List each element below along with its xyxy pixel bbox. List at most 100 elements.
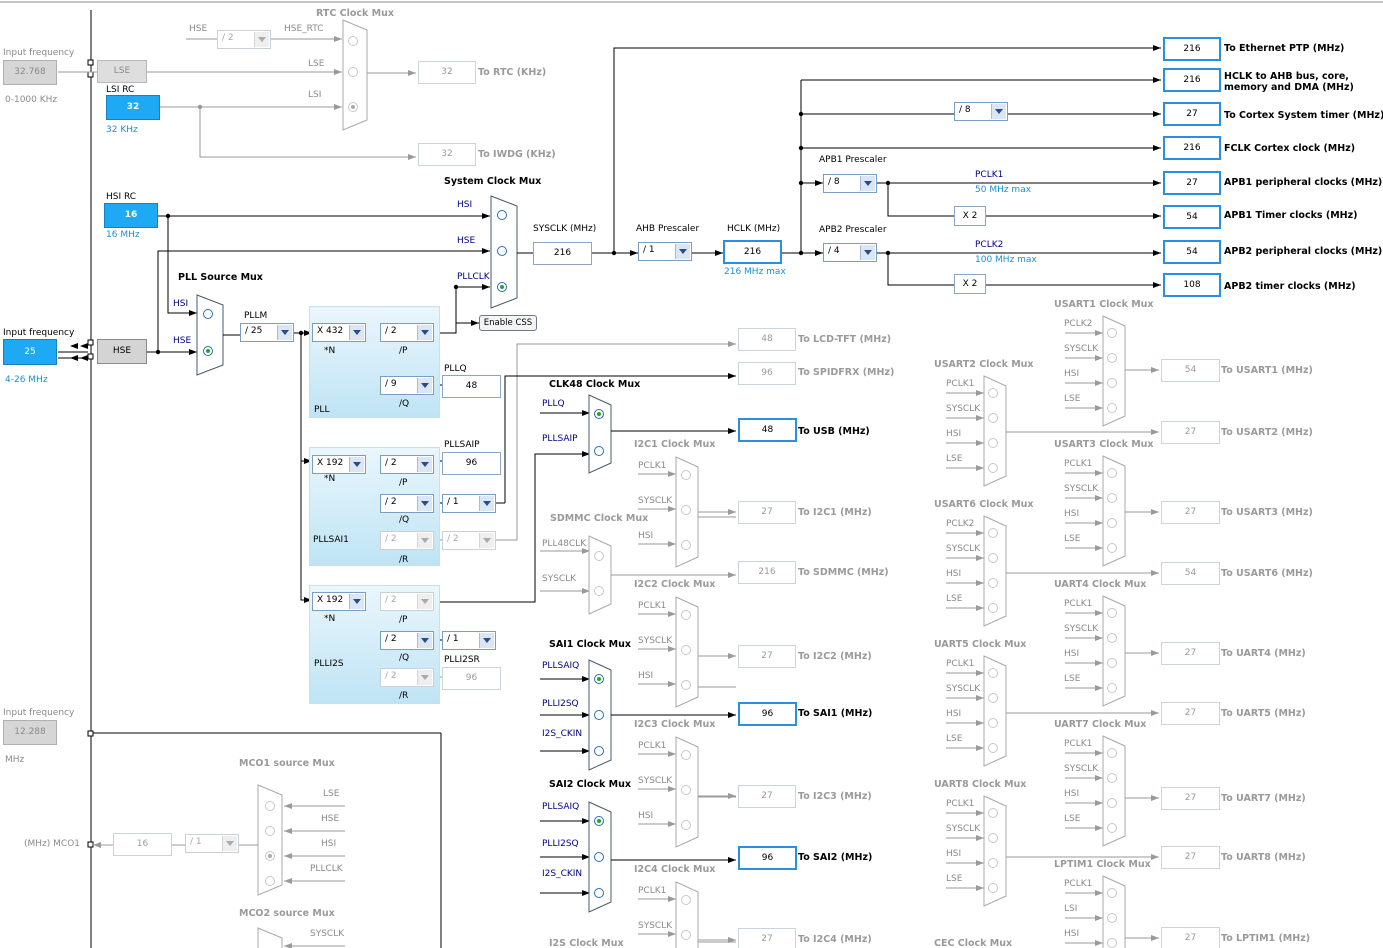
plli2s-n-multiplier-select[interactable]: X 192 [312, 592, 366, 611]
plli2sr-label: PLLI2SR [444, 655, 480, 665]
usart-left-2-first-radio[interactable] [988, 668, 998, 678]
usart-right-3-hsi-radio[interactable] [1107, 798, 1117, 808]
apb2-prescaler-select[interactable]: / 4 [823, 243, 877, 262]
usart-right-2-sysclk-radio[interactable] [1107, 633, 1117, 643]
cortex-timer-divider-select[interactable]: / 8 [954, 102, 1008, 121]
hse-input-frequency-field[interactable]: 25 [3, 339, 57, 365]
pllsai1-r-divider-select[interactable]: / 2 [380, 531, 434, 550]
usart-right-4-first-radio[interactable] [1107, 888, 1117, 898]
enable-css-button[interactable]: Enable CSS [479, 315, 537, 331]
pll-n-multiplier-select[interactable]: X 432 [312, 323, 366, 342]
clk48-pllq-radio[interactable] [594, 409, 604, 419]
i2c2-pclk1-radio[interactable] [681, 610, 691, 620]
usart-right-0-lse-radio[interactable] [1107, 403, 1117, 413]
pll-p-divider-select[interactable]: / 2 [380, 323, 434, 342]
sdmmc-sysclk-radio[interactable] [594, 586, 604, 596]
mco1-divider-select[interactable]: / 1 [185, 834, 239, 853]
usart-right-0-hsi-radio[interactable] [1107, 378, 1117, 388]
usart-right-1-hsi-radio[interactable] [1107, 518, 1117, 528]
usart-left-0-sysclk-radio[interactable] [988, 413, 998, 423]
lse-oscillator[interactable]: LSE [97, 60, 147, 83]
plli2s-q-post-divider-select[interactable]: / 1 [442, 631, 496, 650]
usart-right-4-hsi-radio[interactable] [1107, 938, 1117, 948]
usart-right-1-lse-radio[interactable] [1107, 543, 1117, 553]
usart-left-0-hsi-radio[interactable] [988, 438, 998, 448]
rtc-mux-lse-radio[interactable] [348, 67, 358, 77]
i2c2-sysclk-radio[interactable] [681, 645, 691, 655]
sai1-plli2sq-radio[interactable] [594, 710, 604, 720]
sai1-i2s-ckin-radio[interactable] [594, 746, 604, 756]
rtc-hse-divider-select[interactable]: / 2 [217, 30, 271, 49]
i2c1-sysclk-radio[interactable] [681, 505, 691, 515]
usart-left-3-hsi-radio[interactable] [988, 858, 998, 868]
usart-right-3-first-radio[interactable] [1107, 748, 1117, 758]
arrow-icon [976, 720, 984, 726]
lse-input-frequency-field[interactable]: 32.768 [3, 60, 57, 85]
usart-left-1-sysclk-radio[interactable] [988, 553, 998, 563]
usart-left-1-first-radio[interactable] [988, 528, 998, 538]
usart-right-2-hsi-radio[interactable] [1107, 658, 1117, 668]
i2c4-pclk1-radio[interactable] [681, 895, 691, 905]
usart-left-3-first-radio[interactable] [988, 808, 998, 818]
mco1-hsi-radio[interactable] [265, 851, 275, 861]
hclk-input[interactable]: 216 [723, 240, 782, 264]
sai1-pllsaiq-radio[interactable] [594, 674, 604, 684]
usart-left-0-lse-radio[interactable] [988, 463, 998, 473]
ext-input-frequency-field[interactable]: 12.288 [3, 720, 57, 745]
pllsai1-q-divider-select[interactable]: / 2 [380, 494, 434, 513]
ahb-prescaler-select[interactable]: / 1 [638, 242, 692, 261]
pllm-divider-select[interactable]: / 25 [240, 323, 294, 342]
pll-q-divider-select[interactable]: / 9 [380, 376, 434, 395]
usart-right-4-second-radio[interactable] [1107, 913, 1117, 923]
sdmmc-pll48clk-radio[interactable] [594, 551, 604, 561]
usart-right-2-lse-radio[interactable] [1107, 683, 1117, 693]
rtc-mux-lsi-radio[interactable] [348, 102, 358, 112]
pllsai1-n-multiplier-select[interactable]: X 192 [312, 455, 366, 474]
usart-right-0-first-radio[interactable] [1107, 328, 1117, 338]
rtc-mux-hse-radio[interactable] [348, 36, 358, 46]
pllsai1-r-post-divider-select[interactable]: / 2 [442, 531, 496, 550]
pllsrc-hse-radio[interactable] [203, 346, 213, 356]
usart-right-3-lse-radio[interactable] [1107, 823, 1117, 833]
usart-left-3-lse-radio[interactable] [988, 883, 998, 893]
plli2s-p-divider-select[interactable]: / 2 [380, 592, 434, 611]
sysmux-hsi-radio[interactable] [497, 210, 507, 220]
usart-right-1-first-radio[interactable] [1107, 468, 1117, 478]
sai2-i2s-ckin-radio[interactable] [594, 888, 604, 898]
ahb-prescaler-label: AHB Prescaler [636, 224, 700, 234]
usart-right-3-sysclk-radio[interactable] [1107, 773, 1117, 783]
pllsai1-p-divider-select[interactable]: / 2 [380, 455, 434, 474]
usart-left-0-first-radio[interactable] [988, 388, 998, 398]
plli2s-q-divider-select[interactable]: / 2 [380, 631, 434, 650]
i2c3-pclk1-radio[interactable] [681, 750, 691, 760]
usart-right-2-first-radio[interactable] [1107, 608, 1117, 618]
apb1-prescaler-select[interactable]: / 8 [823, 174, 877, 193]
mco1-lse-radio[interactable] [265, 801, 275, 811]
usart-right-0-sysclk-radio[interactable] [1107, 353, 1117, 363]
clk48-pllsaip-radio[interactable] [594, 446, 604, 456]
pllsrc-hsi-radio[interactable] [203, 309, 213, 319]
usart-left-3-sysclk-radio[interactable] [988, 833, 998, 843]
usart-left-1-hsi-radio[interactable] [988, 578, 998, 588]
i2c1-pclk1-radio[interactable] [681, 470, 691, 480]
mco1-pllclk-radio[interactable] [265, 876, 275, 886]
usart-right-1-sysclk-radio[interactable] [1107, 493, 1117, 503]
mco1-hse-radio[interactable] [265, 826, 275, 836]
sysmux-hse-radio[interactable] [497, 246, 507, 256]
i2c2-hsi-radio[interactable] [681, 680, 691, 690]
sai2-plli2sq-radio[interactable] [594, 852, 604, 862]
i2c3-sysclk-radio[interactable] [681, 785, 691, 795]
usart-left-2-hsi-radio[interactable] [988, 718, 998, 728]
sai2-pllsaiq-radio[interactable] [594, 816, 604, 826]
usart-left-1-lse-radio[interactable] [988, 603, 998, 613]
usart-left-2-lse-radio[interactable] [988, 743, 998, 753]
usart-left-2-sysclk-radio[interactable] [988, 693, 998, 703]
i2c1-hsi-radio[interactable] [681, 540, 691, 550]
plli2s-r-divider-select[interactable]: / 2 [380, 668, 434, 687]
i2c4-sysclk-radio[interactable] [681, 930, 691, 940]
hse-oscillator[interactable]: HSE [97, 339, 147, 364]
pllsai1-q-post-divider-select[interactable]: / 1 [442, 494, 496, 513]
rtc-output-label: To RTC (KHz) [478, 67, 547, 78]
i2c3-hsi-radio[interactable] [681, 820, 691, 830]
sysmux-pllclk-radio[interactable] [497, 282, 507, 292]
